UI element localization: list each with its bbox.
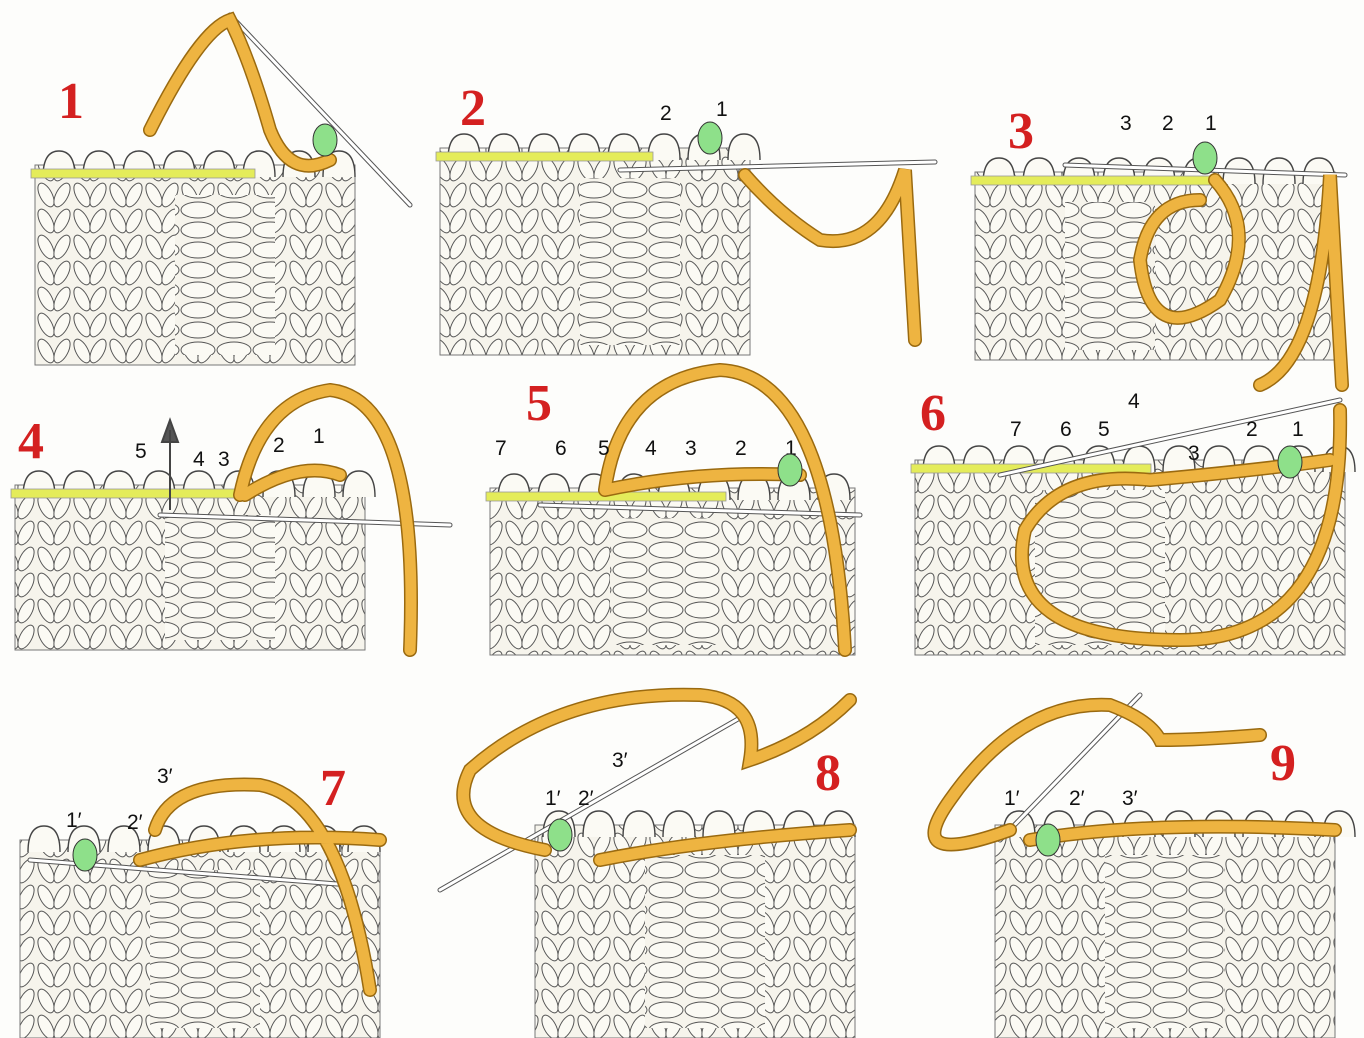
stitch-loop — [342, 470, 376, 498]
stitch-label: 1′ — [545, 787, 561, 810]
stitch-label: 3 — [1188, 442, 1200, 465]
yarn — [599, 364, 851, 656]
stitch-label: 2 — [660, 102, 672, 125]
stitch-label: 2 — [1162, 112, 1174, 135]
stitch-label: 5 — [598, 437, 610, 460]
needle-highlight — [228, 13, 412, 207]
purl-section — [175, 195, 275, 355]
step-panel-9: 9 1′ 2′ 3′ — [927, 692, 1356, 1038]
stitch-loop — [1162, 445, 1196, 473]
stitch-label: 3′ — [157, 765, 173, 788]
holding-needle-row — [30, 168, 256, 179]
needle-highlight — [618, 160, 937, 172]
yarn — [457, 689, 856, 866]
stitch-label: 2 — [735, 437, 747, 460]
stitch-label: 1′ — [66, 809, 82, 832]
stitch-label: 2′ — [578, 787, 594, 810]
purl-section — [150, 870, 260, 1028]
step-number: 1 — [58, 73, 84, 130]
holding-needle-row — [10, 488, 252, 499]
stitch-loop — [727, 133, 761, 161]
marked-stitch — [1277, 445, 1303, 479]
stitch-label: 1′ — [1004, 787, 1020, 810]
stitch-label: 3 — [218, 448, 230, 471]
stitch-label: 2′ — [1069, 787, 1085, 810]
stitch-label: 4 — [1128, 390, 1140, 413]
stitch-loop — [647, 133, 681, 161]
stitch-loop — [107, 825, 141, 853]
yarn — [928, 699, 1341, 850]
step-number: 5 — [526, 375, 552, 432]
stitch-label: 1 — [1205, 112, 1217, 135]
holding-needle-row — [435, 151, 654, 162]
stitch-label: 5 — [135, 440, 147, 463]
stitch-loop — [582, 810, 616, 838]
step-panel-6: 6 7 6 54 3 2 1 — [910, 385, 1356, 656]
step-number: 7 — [320, 760, 346, 817]
step-panel-8: 8 1′ 2′ 3′ — [437, 687, 857, 1038]
step-number: 9 — [1270, 735, 1296, 792]
yarn — [144, 13, 336, 172]
marked-stitch — [312, 123, 338, 157]
marked-stitch — [72, 838, 98, 872]
needle-highlight — [538, 503, 862, 517]
stitch-label: 3 — [685, 437, 697, 460]
purl-section — [645, 855, 765, 1028]
purl-section — [1105, 855, 1225, 1028]
purl-section — [165, 515, 275, 640]
marked-stitch — [1192, 141, 1218, 175]
stitch-label: 2 — [273, 434, 285, 457]
stitch-label: 6 — [1060, 418, 1072, 441]
yarn — [1016, 404, 1346, 646]
stitch-label: 1 — [313, 425, 325, 448]
stitch-label: 1 — [716, 98, 728, 121]
step-number: 8 — [815, 745, 841, 802]
stitch-label: 3′ — [1122, 787, 1138, 810]
stitch-loop — [662, 810, 696, 838]
step-number: 6 — [920, 385, 946, 442]
step-number: 4 — [18, 413, 44, 470]
stitch-loop — [622, 810, 656, 838]
stitch-label: 7 — [1010, 418, 1022, 441]
stitch-label: 4 — [193, 448, 205, 471]
stitch-label: 6 — [555, 437, 567, 460]
stitch-label: 1 — [785, 437, 797, 460]
stitch-label: 3′ — [612, 749, 628, 772]
step-number: 2 — [460, 80, 486, 137]
stitch-label: 4 — [645, 437, 657, 460]
purl-section — [580, 178, 680, 345]
step-panel-3: 3 3 2 1 — [970, 103, 1349, 392]
marked-stitch — [777, 453, 803, 487]
up-arrow-icon — [160, 417, 180, 510]
step-panel-1: 1 — [30, 11, 413, 366]
marked-stitch — [697, 121, 723, 155]
needle-highlight — [998, 693, 1142, 842]
purl-section — [610, 518, 720, 645]
marked-stitch — [1035, 823, 1061, 857]
stitch-label: 1 — [1292, 418, 1304, 441]
step-panel-2: 2 2 1 — [435, 80, 938, 356]
needle-highlight — [998, 398, 1342, 477]
stitch-label: 5 — [1098, 418, 1110, 441]
stitch-loop — [27, 825, 61, 853]
stitch-label: 3 — [1120, 112, 1132, 135]
step-number: 3 — [1008, 103, 1034, 160]
holding-needle-row — [970, 175, 1212, 186]
needle-highlight — [438, 713, 747, 892]
stitch-label: 2′ — [127, 811, 143, 834]
yarn — [234, 384, 417, 656]
stitch-label: 2 — [1246, 418, 1258, 441]
yarn — [739, 168, 921, 346]
yarn — [1134, 174, 1348, 391]
step-panel-7: 7 1′ 2′ 3′ — [19, 760, 387, 1038]
marked-stitch — [547, 818, 573, 852]
yarn — [134, 779, 386, 996]
stitch-loop — [702, 810, 736, 838]
stitch-label: 7 — [495, 437, 507, 460]
